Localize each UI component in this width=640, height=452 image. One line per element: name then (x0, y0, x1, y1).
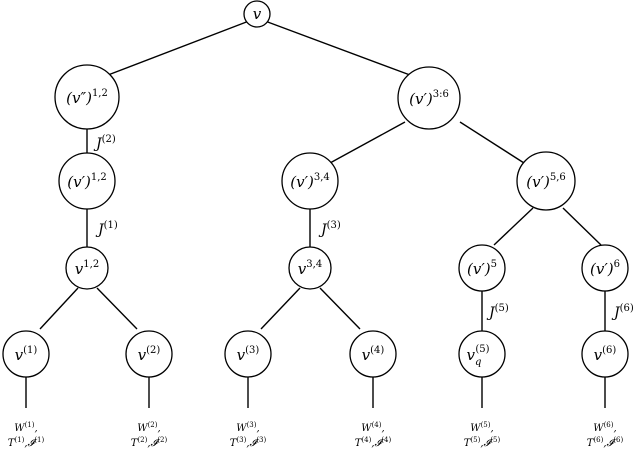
edge-label-j6: J(6) (611, 303, 634, 321)
edge-root-n36 (264, 20, 411, 76)
node-v-6: v(6) (581, 330, 629, 378)
node-v-prime-5-6: (v′)5,6 (516, 151, 576, 211)
svg-text:T(1),𝓘(1): T(1),𝓘(1) (8, 436, 45, 449)
node-v-prime-6: (v′)6 (581, 244, 629, 292)
node-v-prime-1-2: (v′)1,2 (58, 152, 116, 210)
svg-text:(v′)1,2: (v′)1,2 (67, 172, 107, 191)
edge-label-j5: J(5) (486, 303, 509, 321)
svg-text:v1,2: v1,2 (75, 259, 99, 278)
edge-n56-n6a (562, 207, 602, 246)
node-v-prime-5: (v′)5 (458, 244, 506, 292)
node-v-3: v(3) (224, 330, 272, 378)
svg-text:v(4): v(4) (362, 345, 385, 364)
svg-text:W(1),: W(1), (14, 421, 37, 434)
edge-label-j3: J(3) (318, 220, 341, 238)
edge-root-n12a (107, 20, 250, 76)
svg-text:v(3): v(3) (237, 345, 260, 364)
edge-labels: J(2) J(1) J(3) J(5) J(6) (93, 134, 634, 321)
leaf-label-5: W(5), T(5),𝓘(5) (464, 421, 501, 449)
node-v-1-2: v1,2 (65, 246, 109, 290)
leaf-label-4: W(4), T(4),𝓘(4) (355, 421, 392, 449)
leaf-labels: W(1), T(1),𝓘(1) W(2), T(2),𝓘(2) W(3), T(… (8, 421, 624, 449)
edge-n34b-n4 (319, 287, 361, 330)
node-v-4: v(4) (349, 330, 397, 378)
leaf-label-1: W(1), T(1),𝓘(1) (8, 421, 45, 449)
svg-text:W(6),: W(6), (593, 421, 616, 434)
node-v-2: v(2) (125, 330, 173, 378)
node-root: v (243, 0, 271, 28)
node-v-3-4: v3,4 (288, 246, 332, 290)
edge-n12c-n1 (39, 287, 79, 330)
node-v-double-prime-1-2: (v″)1,2 (54, 64, 120, 130)
edge-n36-n56 (459, 121, 525, 164)
svg-text:T(2),𝓘(2): T(2),𝓘(2) (131, 436, 168, 449)
svg-text:(v′)3,4: (v′)3,4 (290, 172, 330, 191)
edge-n36-n34a (329, 121, 406, 164)
svg-text:W(4),: W(4), (361, 421, 384, 434)
edge-n34b-n3 (260, 287, 301, 330)
svg-text:(v′)3:6: (v′)3:6 (409, 89, 449, 108)
node-v-q-5: vq(5) (458, 330, 506, 378)
svg-text:(v′)5,6: (v′)5,6 (526, 172, 566, 191)
svg-text:v(2): v(2) (138, 345, 161, 364)
node-v-1: v(1) (2, 330, 50, 378)
svg-text:W(3),: W(3), (236, 421, 259, 434)
edge-n56-n5a (493, 207, 534, 246)
leaf-label-2: W(2), T(2),𝓘(2) (131, 421, 168, 449)
tree-edges (25, 20, 606, 408)
svg-text:v(6): v(6) (594, 345, 617, 364)
svg-text:T(6),𝓘(6): T(6),𝓘(6) (587, 436, 624, 449)
svg-text:v(1): v(1) (15, 345, 38, 364)
svg-text:T(5),𝓘(5): T(5),𝓘(5) (464, 436, 501, 449)
tree-nodes: v (v″)1,2 (v′)3:6 (v′)1,2 (v′)3,4 (2, 0, 629, 378)
edge-n12c-n2 (96, 287, 138, 330)
svg-text:(v′)6: (v′)6 (590, 259, 620, 278)
node-v-prime-3-6: (v′)3:6 (397, 66, 461, 130)
svg-text:(v′)5: (v′)5 (467, 259, 497, 278)
svg-text:vq(5): vq(5) (466, 344, 489, 368)
leaf-label-6: W(6), T(6),𝓘(6) (587, 421, 624, 449)
svg-text:T(3),𝓘(3): T(3),𝓘(3) (230, 436, 267, 449)
edge-label-j2: J(2) (93, 134, 116, 152)
svg-text:W(5),: W(5), (470, 421, 493, 434)
svg-text:(v″)1,2: (v″)1,2 (66, 88, 108, 107)
svg-text:v3,4: v3,4 (298, 259, 322, 278)
leaf-label-3: W(3), T(3),𝓘(3) (230, 421, 267, 449)
svg-text:v: v (253, 5, 262, 23)
svg-text:W(2),: W(2), (137, 421, 160, 434)
edge-label-j1: J(1) (95, 220, 118, 238)
svg-text:T(4),𝓘(4): T(4),𝓘(4) (355, 436, 392, 449)
node-v-prime-3-4: (v′)3,4 (281, 152, 339, 210)
